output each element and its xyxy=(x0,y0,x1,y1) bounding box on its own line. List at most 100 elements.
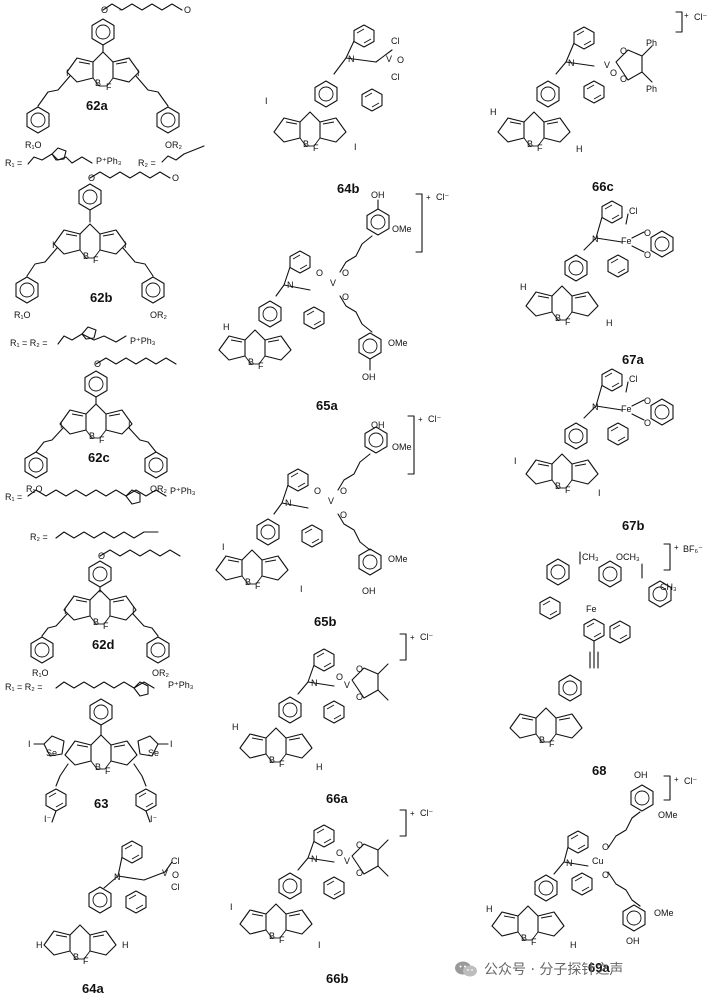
atom-label: I xyxy=(60,420,63,430)
atom-label: H xyxy=(486,904,493,914)
atom-label: O xyxy=(88,173,95,183)
atom-label: OH xyxy=(362,586,376,596)
atom-label: B xyxy=(539,735,545,745)
compound-label-66a: 66a xyxy=(326,791,348,806)
atom-label: B xyxy=(93,617,99,627)
atom-label: I xyxy=(265,96,268,106)
structure-65b xyxy=(215,426,388,585)
atom-label: O xyxy=(340,486,347,496)
atom-label: F xyxy=(313,143,319,153)
atom-label: OR₂ xyxy=(150,310,168,320)
atom-label: O xyxy=(602,842,609,852)
atom-label: I xyxy=(66,68,69,78)
atom-label: B xyxy=(73,952,79,962)
atom-label: B xyxy=(95,78,101,88)
compound-label-67b: 67b xyxy=(622,518,644,533)
atom-label: Fe xyxy=(586,604,597,614)
atom-label: O xyxy=(610,68,617,78)
atom-label: OH xyxy=(371,420,385,430)
atom-label: Se xyxy=(148,748,159,758)
charge-66c: + xyxy=(684,11,689,20)
atom-label: OMe xyxy=(392,442,412,452)
charge-69a: + xyxy=(674,775,679,784)
atom-label: O xyxy=(184,5,191,15)
atom-label: OR₂ xyxy=(150,484,168,494)
atom-label: I xyxy=(170,739,173,749)
atom-label: O xyxy=(356,664,363,674)
atom-label: N xyxy=(348,54,355,64)
atom-label: I⁻ xyxy=(44,814,52,824)
atom-label: Cl xyxy=(171,882,180,892)
atom-label: F xyxy=(255,581,261,591)
atom-label: Ph xyxy=(646,84,657,94)
atom-label: N xyxy=(592,402,599,412)
atom-label: Se xyxy=(46,748,57,758)
structure-68 xyxy=(509,551,672,743)
atom-label: H xyxy=(36,940,43,950)
compound-label-65b: 65b xyxy=(314,614,336,629)
atom-label: Fe xyxy=(621,236,632,246)
atom-label: O xyxy=(336,848,343,858)
atom-label: F xyxy=(279,935,285,945)
atom-label: B xyxy=(521,933,527,943)
atom-label: P⁺Ph₃ xyxy=(170,486,196,496)
atom-label: I xyxy=(128,420,131,430)
structure-64a xyxy=(43,840,173,960)
compound-label-64b: 64b xyxy=(337,181,359,196)
structure-62c xyxy=(24,357,177,479)
atom-label: H xyxy=(570,940,577,950)
counterion-66c: Cl⁻ xyxy=(694,12,707,22)
compound-label-66c: 66c xyxy=(592,179,614,194)
atom-label: I⁻ xyxy=(150,814,158,824)
atom-label: H xyxy=(520,282,527,292)
atom-label: B xyxy=(555,481,561,491)
compound-label-62c: 62c xyxy=(88,450,110,465)
atom-label: F xyxy=(83,956,89,966)
atom-label: OMe xyxy=(388,338,408,348)
atom-label: B xyxy=(555,313,561,323)
r-definition-62d: R₁ = R₂ = xyxy=(5,682,43,692)
counterion-68: BF₆⁻ xyxy=(683,544,703,554)
counterion-65b: Cl⁻ xyxy=(428,414,441,424)
structure-67a xyxy=(525,200,674,321)
atom-label: O xyxy=(336,672,343,682)
r-definition-62b: R₁ = R₂ = xyxy=(10,338,48,348)
atom-label: B xyxy=(527,139,533,149)
atom-label: P⁺Ph₃ xyxy=(130,336,156,346)
atom-label: B xyxy=(83,251,89,261)
atom-label: O xyxy=(620,46,627,56)
atom-label: I xyxy=(222,542,225,552)
atom-label: R₁O xyxy=(32,668,49,678)
atom-label: OH xyxy=(362,372,376,382)
compound-label-69a: 69a xyxy=(588,960,610,975)
atom-label: B xyxy=(245,577,251,587)
atom-label: Cl xyxy=(629,206,638,216)
watermark-text: 公众号 · 分子探针之声 xyxy=(484,962,624,978)
atom-label: N xyxy=(566,858,573,868)
atom-label: O xyxy=(356,840,363,850)
atom-label: I xyxy=(514,456,517,466)
atom-label: P⁺Ph₃ xyxy=(96,156,122,166)
atom-label: H xyxy=(232,722,239,732)
atom-label: OMe xyxy=(654,908,674,918)
charge-65b: + xyxy=(418,415,423,424)
compound-label-66b: 66b xyxy=(326,971,348,986)
atom-label: R₁O xyxy=(14,310,31,320)
atom-label: F xyxy=(565,317,571,327)
atom-label: Fe xyxy=(621,404,632,414)
atom-label: Cl xyxy=(629,374,638,384)
atom-label: O xyxy=(342,268,349,278)
compound-label-68: 68 xyxy=(592,763,606,778)
structure-66a xyxy=(239,648,389,763)
atom-label: N xyxy=(568,58,575,68)
atom-label: OH xyxy=(634,770,648,780)
structure-62a xyxy=(26,3,183,134)
compound-label-62a: 62a xyxy=(86,98,108,113)
structure-62b xyxy=(15,171,171,304)
atom-label: F xyxy=(549,739,555,749)
atom-label: O xyxy=(644,228,651,238)
atom-label: OR₂ xyxy=(165,140,183,150)
r1-definition-62a: R₁ = xyxy=(5,158,22,168)
